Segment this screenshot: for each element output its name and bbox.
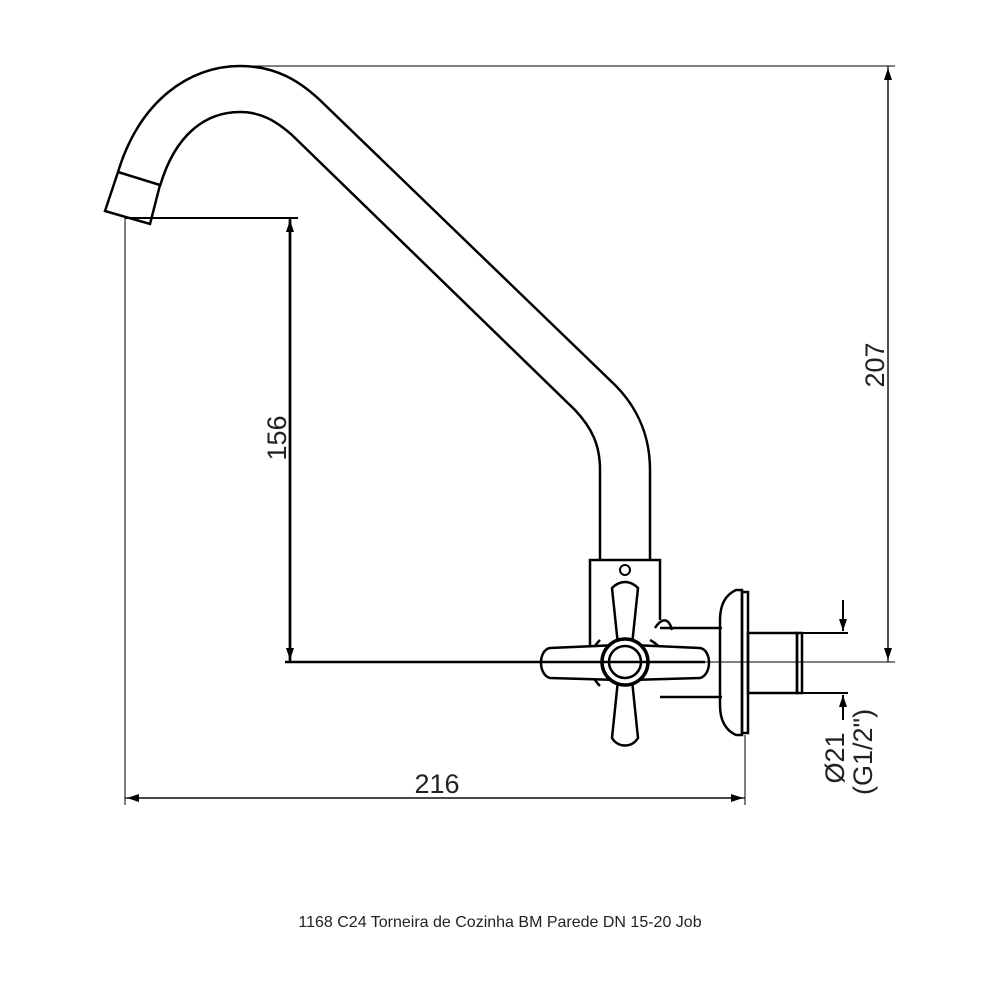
dim-207: 207: [860, 342, 890, 387]
dimension-lines: [124, 65, 895, 805]
connection-pipe: [746, 631, 799, 695]
flange: [718, 588, 744, 737]
dim-thread: (G1/2"): [848, 709, 878, 795]
nozzle: [103, 170, 162, 226]
drawing-caption: 1168 C24 Torneira de Cozinha BM Parede D…: [298, 914, 702, 931]
dim-156: 156: [262, 415, 292, 460]
dim-diameter: Ø21: [820, 732, 850, 783]
faucet-outline: [103, 64, 804, 747]
dim-216: 216: [414, 769, 459, 799]
spout-inner: [158, 110, 602, 560]
spout-outer: [116, 64, 652, 560]
valve-body: [588, 558, 662, 650]
indicator-dot: [619, 564, 631, 576]
